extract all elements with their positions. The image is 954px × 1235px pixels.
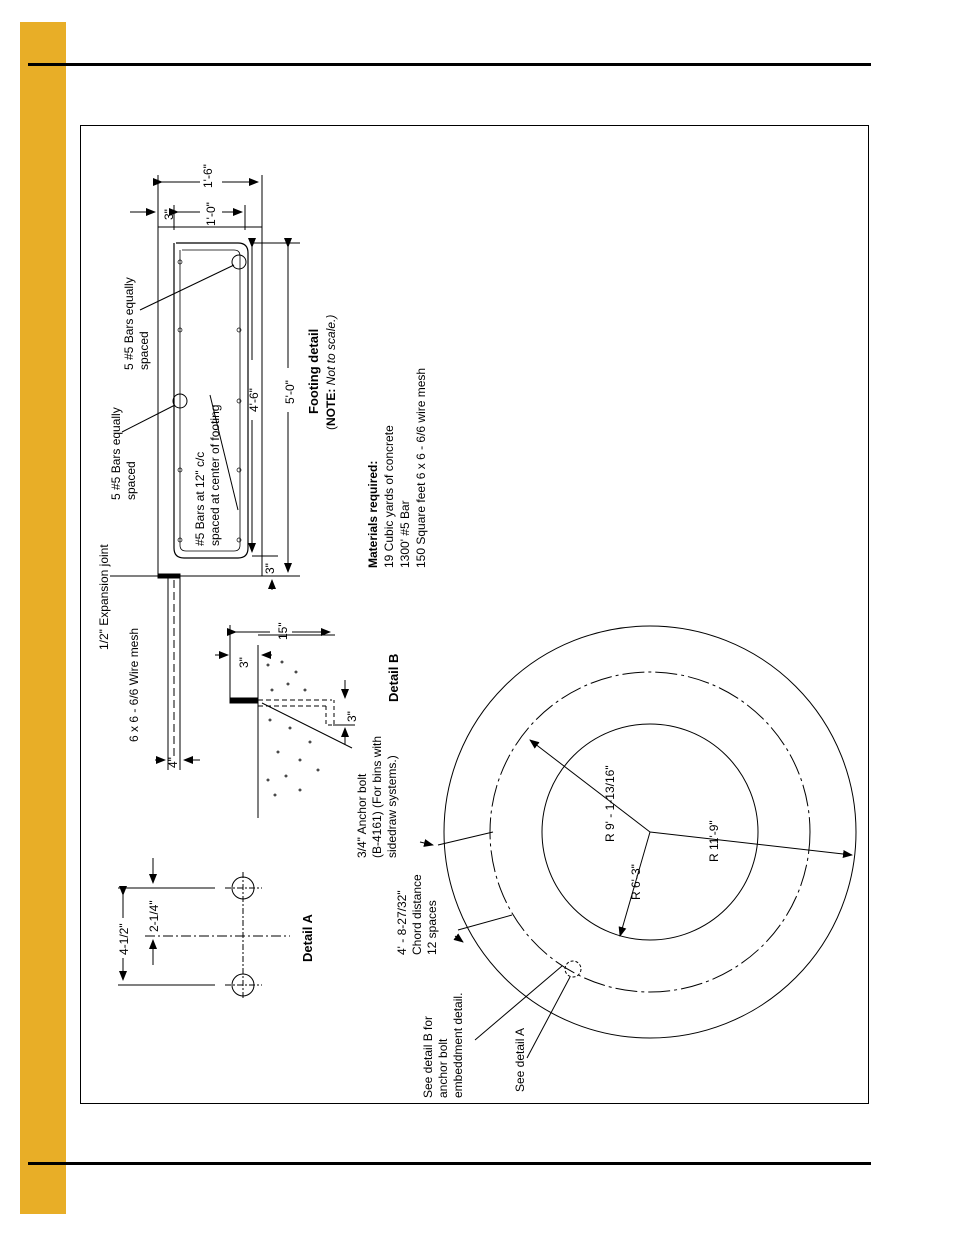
chord-distance-3: 12 spaces	[425, 900, 439, 955]
circle-plan	[419, 625, 857, 1059]
materials-heading: Materials required:	[366, 461, 380, 568]
inner-circle	[541, 723, 759, 941]
bars-equally-b: 5 #5 Bars equally	[109, 407, 123, 500]
radius-outer	[649, 831, 853, 858]
dim-2-1-4: 2-1/4"	[147, 900, 161, 932]
detail-a-labels: Detail A 4-1/2" 2-1/4"	[117, 900, 315, 962]
detail-a-marker	[564, 960, 582, 978]
radius-inner	[618, 831, 651, 937]
bars-equally-b2: spaced	[124, 461, 138, 500]
wire-mesh-label: 6 x 6 - 6/6 Wire mesh	[127, 628, 141, 742]
drawing-frame	[80, 125, 869, 1104]
anchor-bolt-label-2: (B-4161) (For bins with	[370, 736, 384, 858]
expansion-joint	[157, 573, 181, 579]
dim-3-detail-b-b: 3"	[345, 711, 359, 722]
dim-1-6: 1'-6"	[201, 164, 215, 188]
dim-4-1-2: 4-1/2"	[117, 923, 131, 955]
footing-labels: 1'-6" 3" 1'-0" 4'-6" 5'-0" 3" 5 #5 Bars …	[97, 164, 338, 768]
see-detail-b-1: See detail B for	[421, 1016, 435, 1098]
leader-anchor	[261, 702, 353, 749]
outer-circle	[443, 625, 857, 1039]
leader-see-b	[474, 965, 563, 1041]
bars-12-cc-2: spaced at center of footing	[208, 405, 222, 546]
rebar-circle-highlight	[172, 393, 188, 409]
chapter-side-tab	[20, 22, 66, 1214]
radius-inner-label: R 6'-3"	[629, 864, 643, 900]
footing-detail	[110, 175, 300, 770]
leader-bars-a	[139, 264, 235, 311]
dim-1-0: 1'-0"	[204, 202, 218, 226]
chord-distance-2: Chord distance	[410, 874, 424, 955]
header-rule	[28, 63, 871, 66]
bars-12-cc: #5 Bars at 12" c/c	[193, 452, 207, 546]
radius-bolt	[529, 739, 651, 833]
rebar-circle-highlight	[231, 254, 247, 270]
anchor-bolt-label-1: 3/4" Anchor bolt	[355, 773, 369, 858]
leader-bars-12	[209, 394, 239, 511]
detail-a	[118, 858, 290, 1000]
materials-line-2: 1300' #5 Bar	[398, 500, 412, 568]
leader-bars-b	[121, 404, 176, 433]
materials-line-1: 19 Cubic yards of concrete	[382, 425, 396, 568]
expansion-joint-label: 1/2" Expansion joint	[97, 544, 111, 650]
dim-3-top: 3"	[162, 209, 176, 220]
materials-list: Materials required: 19 Cubic yards of co…	[366, 368, 428, 568]
chord-distance-1: 4' - 8-27/32"	[395, 890, 409, 955]
radius-bolt-label: R 9' - 1-13/16"	[603, 765, 617, 842]
dim-15: 15"	[276, 622, 290, 640]
rebar-cage	[173, 242, 249, 559]
dim-4-6: 4'-6"	[247, 388, 261, 412]
detail-b	[215, 625, 355, 818]
anchor-bolt-label-3: sidedraw systems.)	[385, 755, 399, 858]
detail-b-title: Detail B	[386, 654, 401, 702]
see-detail-b-3: embeddment detail.	[451, 993, 465, 1098]
bars-equally-a: 5 #5 Bars equally	[122, 277, 136, 370]
dim-4: 4"	[166, 757, 180, 768]
dim-5-0: 5'-0"	[283, 380, 297, 404]
dim-3-detail-b-a: 3"	[237, 657, 251, 668]
see-detail-b-2: anchor bolt	[436, 1038, 450, 1098]
radius-outer-label: R 11'-9"	[707, 820, 721, 862]
detail-b-labels: Detail B 15" 3" 3" 3/4" Anchor bolt (B-4…	[237, 622, 401, 858]
detail-a-title: Detail A	[300, 913, 315, 962]
anchor-bolt-plate	[229, 697, 259, 704]
footing-title: Footing detail	[306, 329, 321, 414]
circle-plan-labels: R 11'-9" R 9' - 1-13/16" R 6'-3" 4' - 8-…	[395, 765, 721, 1098]
bars-equally-a2: spaced	[137, 331, 151, 370]
leader-see-a	[526, 976, 571, 1059]
bolt-circle	[489, 671, 811, 993]
materials-line-3: 150 Square feet 6 x 6 - 6/6 wire mesh	[414, 368, 428, 568]
dim-3-bottom: 3"	[263, 563, 277, 574]
footing-note: (NOTE: Not to scale.)	[324, 315, 338, 430]
see-detail-a: See detail A	[513, 1028, 527, 1092]
footer-rule	[28, 1162, 871, 1165]
